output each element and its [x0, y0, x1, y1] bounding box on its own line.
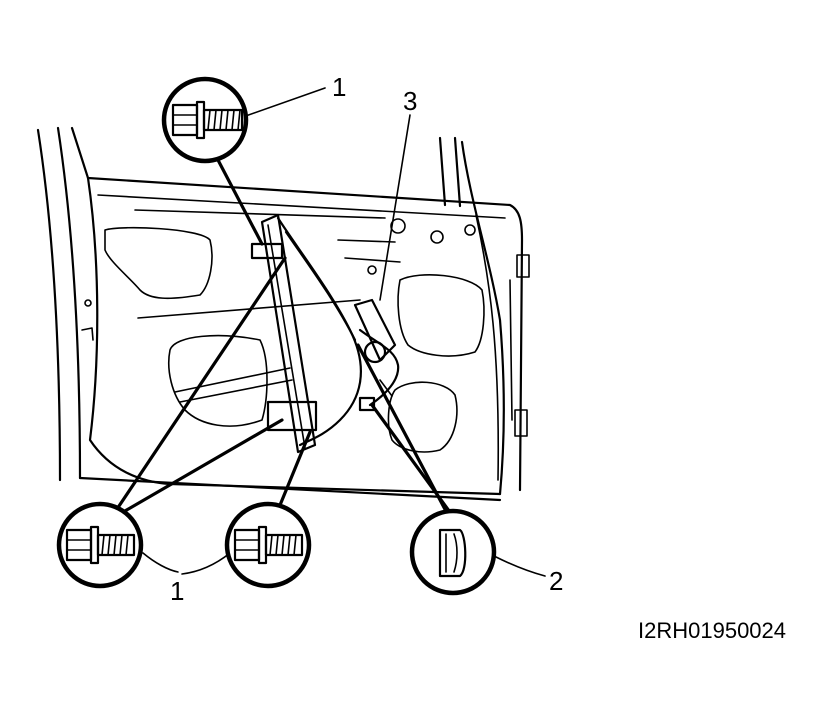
window-regulator	[250, 213, 400, 454]
hex-flange-bolt-icon	[171, 100, 244, 140]
callout-label-clip: 2	[549, 566, 563, 596]
bolt-callout-top	[161, 76, 249, 164]
bolt-callout-bottom-left	[56, 501, 144, 589]
clip-callout	[409, 508, 497, 596]
hex-flange-bolt-icon	[65, 525, 136, 565]
leader-lines	[113, 87, 546, 577]
callout-label-regulator: 3	[403, 86, 417, 116]
bolt-callout-bottom-middle	[224, 501, 312, 589]
hex-flange-bolt-icon	[233, 525, 304, 565]
door-inner-panel	[36, 126, 530, 502]
figure-code: I2RH01950024	[638, 618, 786, 643]
callout-label-bolt-top: 1	[332, 72, 346, 102]
callout-label-bolt-bottom: 1	[170, 576, 184, 606]
clip-icon	[438, 528, 467, 578]
